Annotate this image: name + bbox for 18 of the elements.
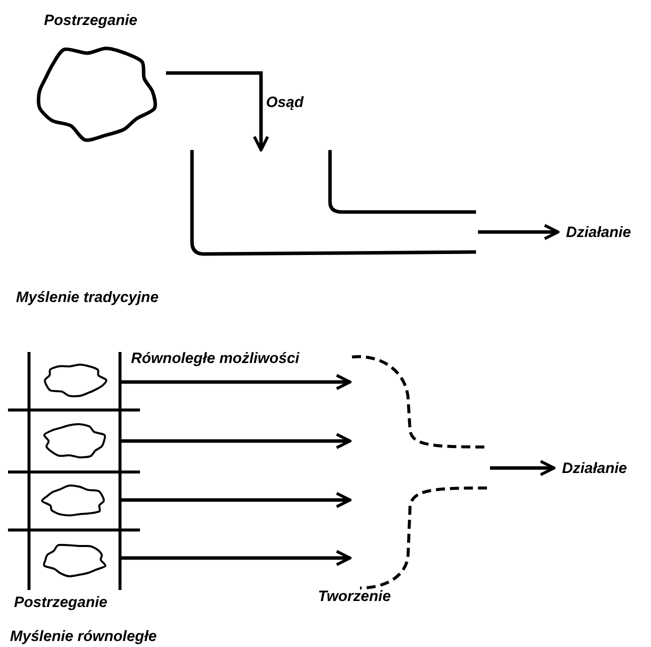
edge-label: Osąd [264, 94, 306, 112]
arrow [166, 71, 270, 152]
node-text: Postrzeganie [44, 12, 138, 30]
arrow [478, 224, 560, 240]
caption-text: Tworzenie [318, 588, 391, 606]
node-text: Postrzeganie [14, 594, 108, 612]
arrow [120, 432, 352, 450]
channel-shape [190, 150, 478, 256]
dashed-brace [350, 352, 490, 590]
caption-text: Myślenie równoległe [10, 628, 157, 646]
arrow [120, 374, 352, 390]
caption-text: Myślenie tradycyjne [16, 289, 159, 307]
arrow [120, 492, 352, 508]
caption-text: Równoległe możliwości [131, 350, 300, 368]
node-text: Działanie [566, 224, 632, 242]
node-text: Działanie [562, 460, 628, 478]
arrow [120, 550, 352, 566]
arrow [490, 460, 556, 476]
